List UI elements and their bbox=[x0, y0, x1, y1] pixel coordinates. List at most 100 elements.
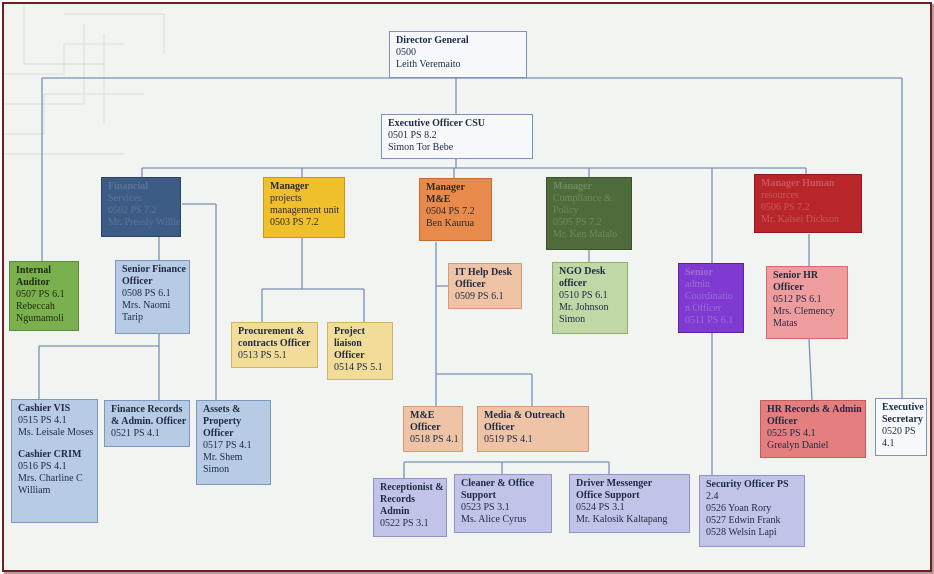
node-cashiers: Cashier VIS 0515 PS 4.1 Ms. Leisale Mose… bbox=[11, 399, 98, 523]
node-title: Receptionist & bbox=[380, 482, 444, 493]
node-holder: Simon Tor Bebe bbox=[388, 142, 454, 153]
node-holder: Ms. Alice Cyrus bbox=[461, 514, 527, 525]
node-position: 0525 PS 4.1 bbox=[767, 428, 816, 439]
node-position-line: 4.1 bbox=[882, 438, 895, 449]
node-internal-auditor: Internal Auditor 0507 PS 6.1 Rebeccah Ng… bbox=[9, 261, 79, 331]
node-media-outreach-officer: Media & Outreach Officer 0519 PS 4.1 bbox=[477, 406, 589, 452]
node-title: Assets & bbox=[203, 404, 241, 415]
node-line: management unit bbox=[270, 205, 340, 216]
node-position: 0503 PS 7.2 bbox=[270, 217, 319, 228]
node-title-line: Property bbox=[203, 416, 242, 427]
node-title: Executive Officer CSU bbox=[388, 118, 486, 129]
node-manager-projects: Manager projects management unit 0503 PS… bbox=[263, 177, 345, 238]
node-title: Senior Finance bbox=[122, 264, 186, 275]
node-title: Cashier CRIM bbox=[18, 449, 82, 460]
node-title: Senior HR bbox=[773, 270, 819, 281]
node-title-line: Officer bbox=[455, 279, 486, 290]
node-title-line: liaison bbox=[334, 338, 362, 349]
node-position: 0523 PS 3.1 bbox=[461, 502, 510, 513]
node-position: 0515 PS 4.1 bbox=[18, 415, 67, 426]
node-executive-officer: Executive Officer CSU 0501 PS 8.2 Simon … bbox=[381, 114, 533, 159]
background-decoration bbox=[4, 4, 165, 155]
node-holder-line: Simon bbox=[559, 314, 586, 325]
node-position: 0502 PS 7.2 bbox=[108, 205, 157, 216]
node-title-line: Auditor bbox=[16, 277, 50, 288]
node-position: 0522 PS 3.1 bbox=[380, 518, 429, 529]
node-title-line: Admin bbox=[380, 506, 410, 517]
node-title: Manager bbox=[426, 182, 465, 193]
node-position: 0508 PS 6.1 bbox=[122, 288, 171, 299]
node-holder: Ms. Leisale Moses bbox=[18, 427, 94, 438]
node-title: Manager Human bbox=[761, 178, 835, 189]
node-senior-hr-officer: Senior HR Officer 0512 PS 6.1 Mrs. Cleme… bbox=[766, 266, 848, 339]
node-holder: Ben Kaurua bbox=[426, 218, 475, 229]
node-line: n Officer bbox=[685, 303, 722, 314]
spacer bbox=[18, 439, 91, 449]
node-title: NGO Desk bbox=[559, 266, 606, 277]
node-holder-line: Simon bbox=[203, 464, 230, 475]
node-senior-admin-coordination: Senior admin Coordinatio n Officer 0511 … bbox=[678, 263, 744, 333]
node-position: 0501 PS 8.2 bbox=[388, 130, 437, 141]
node-position: 0510 PS 6.1 bbox=[559, 290, 608, 301]
node-procurement-officer: Procurement & contracts Officer 0513 PS … bbox=[231, 322, 318, 368]
node-title: Executive bbox=[882, 402, 924, 413]
node-title-line: Officer bbox=[410, 422, 441, 433]
node-title: Driver Messenger bbox=[576, 478, 653, 489]
node-title-line: Officer bbox=[122, 276, 153, 287]
node-holder: Mr. Johnson bbox=[559, 302, 609, 313]
node-holder: Mr. Pressly Willie bbox=[108, 217, 181, 228]
node-title-line: & Admin. Officer bbox=[111, 416, 187, 427]
node-holder-line: Ngumamoli bbox=[16, 313, 64, 324]
node-line: Compliance & bbox=[553, 193, 612, 204]
node-it-help-desk: IT Help Desk Officer 0509 PS 6.1 bbox=[448, 263, 522, 309]
node-holder: Mrs. Clemency bbox=[773, 306, 835, 317]
node-position: 0516 PS 4.1 bbox=[18, 461, 67, 472]
node-holder: Rebeccah bbox=[16, 301, 55, 312]
node-position: 0505 PS 7.2 bbox=[553, 217, 602, 228]
node-title: HR Records & Admin bbox=[767, 404, 862, 415]
node-holder: Mr. Shem bbox=[203, 452, 243, 463]
node-position: 2.4 bbox=[706, 491, 719, 502]
node-manager-hr: Manager Human resources 0506 PS 7.2 Mr. … bbox=[754, 174, 862, 233]
node-title: Security Officer PS bbox=[706, 479, 789, 490]
node-title-line: Officer bbox=[203, 428, 234, 439]
node-position: 0509 PS 6.1 bbox=[455, 291, 504, 302]
node-title: Project bbox=[334, 326, 365, 337]
node-position: 0517 PS 4.1 bbox=[203, 440, 252, 451]
node-title-line: Office Support bbox=[576, 490, 640, 501]
node-title: M&E bbox=[410, 410, 435, 421]
node-position: 0506 PS 7.2 bbox=[761, 202, 810, 213]
node-position: 0512 PS 6.1 bbox=[773, 294, 822, 305]
connector-lines bbox=[38, 77, 903, 484]
node-financial-services: Financial Services 0502 PS 7.2 Mr. Press… bbox=[101, 177, 181, 237]
node-holder: Grealyn Daniel bbox=[767, 440, 829, 451]
node-line: projects bbox=[270, 193, 302, 204]
node-title-line: Support bbox=[461, 490, 497, 501]
node-title: Procurement & bbox=[238, 326, 305, 337]
node-title: Manager bbox=[270, 181, 309, 192]
node-position: 0500 bbox=[396, 47, 416, 58]
node-title-line: Officer bbox=[767, 416, 798, 427]
node-holder-line: William bbox=[18, 485, 51, 496]
node-title-line: Officer bbox=[773, 282, 804, 293]
node-line: Policy bbox=[553, 205, 579, 216]
node-cleaner-office-support: Cleaner & Office Support 0523 PS 3.1 Ms.… bbox=[454, 474, 552, 533]
node-title-line: Secretary bbox=[882, 414, 923, 425]
node-director-general: Director General 0500 Leith Veremaito bbox=[389, 31, 527, 78]
node-title: Cashier VIS bbox=[18, 403, 71, 414]
node-title-line: M&E bbox=[426, 194, 451, 205]
node-position: 0511 PS 6.1 bbox=[685, 315, 734, 326]
node-title: Financial bbox=[108, 181, 149, 192]
node-position: 0520 PS bbox=[882, 426, 916, 437]
node-line: Coordinatio bbox=[685, 291, 733, 302]
node-manager-compliance: Manager Compliance & Policy 0505 PS 7.2 … bbox=[546, 177, 632, 250]
node-holder: Mr. Kalsei Dickson bbox=[761, 214, 840, 225]
node-senior-finance-officer: Senior Finance Officer 0508 PS 6.1 Mrs. … bbox=[115, 260, 190, 334]
node-position: 0524 PS 3.1 bbox=[576, 502, 625, 513]
node-holder: Mrs. Charline C bbox=[18, 473, 83, 484]
node-receptionist: Receptionist & Records Admin 0522 PS 3.1 bbox=[373, 478, 447, 537]
node-title: Director General bbox=[396, 35, 469, 46]
node-holder: Mrs. Naomi bbox=[122, 300, 171, 311]
node-holder: 0528 Welsin Lapi bbox=[706, 527, 777, 538]
node-position: 0504 PS 7.2 bbox=[426, 206, 475, 217]
